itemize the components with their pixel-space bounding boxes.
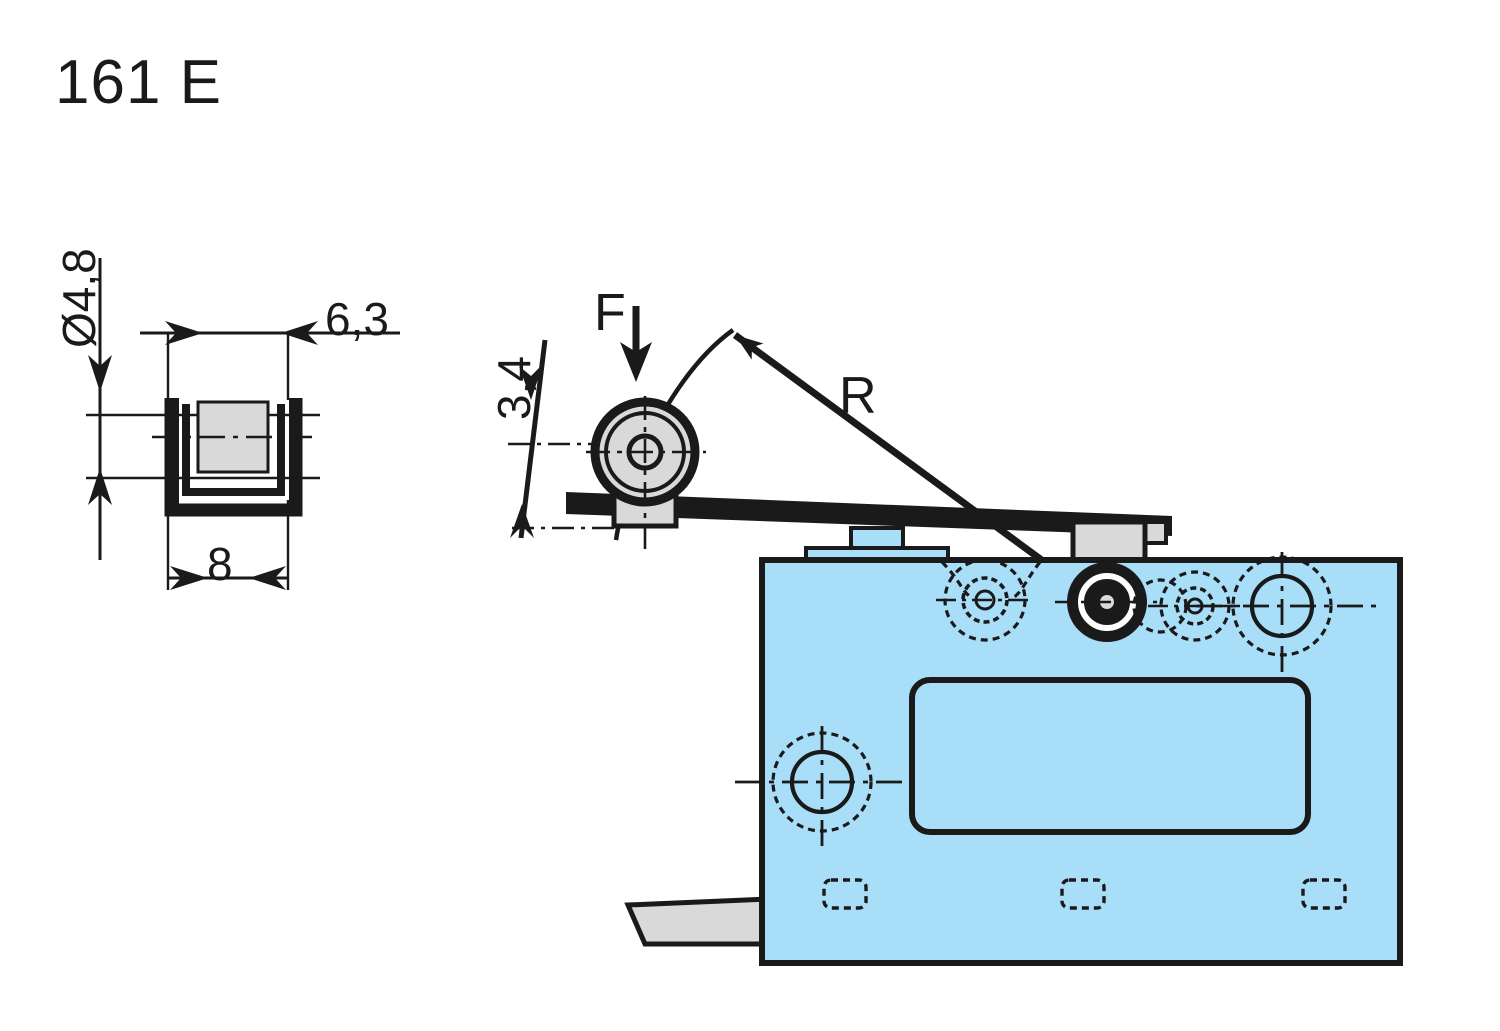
- arrowhead-right-icon: [165, 321, 203, 345]
- internal-mechanism: [936, 558, 1240, 642]
- mounting-hole-right: [1196, 552, 1376, 672]
- dimension-label-diameter: Ø4,8: [53, 248, 105, 348]
- force-arrow-icon: [620, 306, 652, 382]
- arrowhead-up-icon: [510, 504, 534, 538]
- arrowhead-left-icon: [281, 321, 318, 345]
- mounting-hole-left: [735, 726, 912, 848]
- arrowhead-down-icon: [88, 355, 112, 392]
- dimension-width-6-3: [140, 321, 400, 345]
- fork-body: [152, 398, 312, 517]
- terminal-slots: [822, 878, 1347, 910]
- force-label: F: [594, 284, 626, 342]
- arrowhead-left-icon: [249, 566, 286, 590]
- mounting-tab: [624, 896, 773, 947]
- detail-view-group: [86, 258, 400, 590]
- switch-housing: [624, 517, 1403, 966]
- arrowhead-down-icon: [519, 364, 543, 400]
- pivot: [1055, 562, 1160, 642]
- page-title: 161 E: [55, 48, 223, 117]
- terminal-slot-2: [1060, 878, 1106, 910]
- terminal-slot-3: [1301, 878, 1347, 910]
- side-view-group: [508, 306, 1403, 966]
- terminal-slot-1: [822, 878, 868, 910]
- arrowhead-right-icon: [170, 566, 208, 590]
- lever-arm: [566, 492, 1172, 536]
- dimension-label-depth: 8: [207, 538, 233, 590]
- roller: [586, 396, 706, 552]
- dimension-diameter-4-8: [88, 258, 112, 560]
- dimension-label-travel: 3,4: [488, 356, 540, 420]
- nameplate-panel: [909, 677, 1311, 835]
- radius-label: R: [839, 367, 877, 425]
- arrowhead-up-icon: [88, 468, 112, 505]
- dimension-travel-3-4: [508, 339, 616, 539]
- dimension-depth-8: [168, 566, 288, 590]
- dimension-label-width: 6,3: [325, 293, 389, 345]
